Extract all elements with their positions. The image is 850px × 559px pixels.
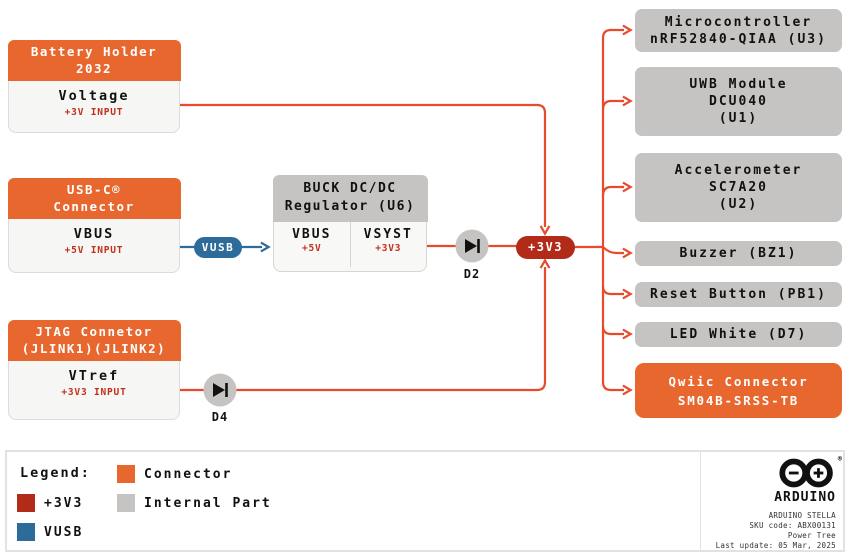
- buck-input-cell: VBUS +5V: [274, 221, 351, 267]
- qwiic-line1: Qwiic Connector: [668, 373, 809, 389]
- brand-info-line3: Power Tree: [787, 531, 836, 540]
- buck-body: VBUS +5V VSYST +3V3: [274, 221, 427, 267]
- jtag-title-line2: (JLINK1)(JLINK2): [21, 340, 167, 356]
- legend-internal-label: Internal Part: [144, 496, 272, 511]
- load-buzzer-box: Buzzer (BZ1): [635, 241, 842, 266]
- battery-holder-title-line2: 2032: [75, 60, 113, 76]
- buck-title-line2: Regulator (U6): [284, 198, 416, 214]
- buck-output-signal: VSYST: [363, 226, 413, 242]
- battery-holder-header: Battery Holder 2032: [7, 39, 181, 81]
- battery-holder-title-line1: Battery Holder: [30, 43, 158, 59]
- brand-info: ARDUINO STELLA SKU code: ABX00131 Power …: [716, 511, 836, 551]
- accelerometer-line3: (U2): [718, 197, 759, 212]
- jtag-title-line1: JTAG Connetor: [35, 323, 153, 339]
- diode-d2-label: D2: [463, 267, 481, 281]
- uwb-line1: UWB Module: [689, 77, 788, 92]
- usbc-signal: VBUS: [73, 225, 115, 242]
- vusb-net-pill: VUSB: [194, 237, 242, 258]
- battery-holder-box: Battery Holder 2032 Voltage +3V INPUT: [7, 39, 181, 133]
- wire-branch-qwiic: [601, 381, 624, 390]
- buck-header: BUCK DC/DC Regulator (U6): [272, 174, 428, 222]
- load-microcontroller-box: Microcontroller nRF52840-QIAA (U3): [635, 9, 842, 52]
- jtag-body: VTref +3V3 INPUT: [9, 361, 179, 398]
- usbc-sub: +5V INPUT: [64, 244, 124, 256]
- buck-regulator-box: BUCK DC/DC Regulator (U6) VBUS +5V VSYST…: [272, 174, 428, 272]
- battery-signal: Voltage: [58, 87, 130, 104]
- accelerometer-line1: Accelerometer: [674, 163, 803, 178]
- registered-mark: ®: [837, 455, 842, 463]
- wire-branch-uwb: [601, 101, 624, 111]
- legend-vusb-label: VUSB: [44, 525, 84, 540]
- diode-d2-icon: [455, 229, 489, 263]
- legend-3v3-swatch: [17, 494, 35, 512]
- usbc-header: USB-C® Connector: [7, 177, 181, 219]
- load-reset-button-box: Reset Button (PB1): [635, 282, 842, 307]
- accelerometer-line2: SC7A20: [709, 180, 768, 195]
- led-white-label: LED White (D7): [669, 327, 808, 342]
- battery-holder-body: Voltage +3V INPUT: [9, 81, 179, 118]
- buck-input-sub: +5V: [301, 242, 322, 254]
- legend-internal-swatch: [117, 494, 135, 512]
- jtag-sub: +3V3 INPUT: [61, 386, 127, 398]
- jtag-signal: VTref: [68, 367, 120, 384]
- uwb-line2: DCU040: [709, 94, 768, 109]
- wire-branch-microcontroller: [601, 30, 624, 39]
- load-qwiic-connector-box: Qwiic Connector SM04B-SRSS-TB: [635, 363, 842, 418]
- legend-title: Legend:: [20, 465, 91, 481]
- wire-battery-to-3v3: [180, 103, 545, 227]
- usbc-title-line2: Connector: [53, 198, 135, 214]
- wire-branch-led: [601, 325, 624, 334]
- brand-info-line4: Last update: 05 Mar, 2025: [715, 541, 836, 550]
- load-led-white-box: LED White (D7): [635, 322, 842, 347]
- buck-input-signal: VBUS: [292, 226, 332, 242]
- reset-button-label: Reset Button (PB1): [650, 287, 827, 302]
- load-accelerometer-box: Accelerometer SC7A20 (U2): [635, 153, 842, 222]
- diode-d4-label: D4: [211, 410, 229, 424]
- brand-name: ARDUINO: [774, 490, 836, 505]
- brand-info-line1: ARDUINO STELLA: [768, 511, 836, 520]
- legend-connector-label: Connector: [144, 467, 233, 482]
- qwiic-line2: SM04B-SRSS-TB: [677, 392, 800, 408]
- strip-divider: [700, 452, 701, 550]
- wire-branch-buzzer: [602, 246, 624, 253]
- buzzer-label: Buzzer (BZ1): [679, 246, 798, 261]
- wire-jtag-to-3v3: [180, 267, 545, 392]
- wire-branch-reset: [601, 285, 624, 294]
- arduino-logo-icon: ®: [778, 455, 842, 492]
- buck-output-sub: +3V3: [375, 242, 402, 254]
- jtag-header: JTAG Connetor (JLINK1)(JLINK2): [7, 319, 181, 361]
- legend-connector-swatch: [117, 465, 135, 483]
- jtag-connector-box: JTAG Connetor (JLINK1)(JLINK2) VTref +3V…: [7, 319, 181, 420]
- wire-branch-accelerometer: [601, 187, 624, 197]
- legend-footer-strip: Legend: Connector +3V3 Internal Part VUS…: [5, 450, 845, 552]
- legend-vusb-swatch: [17, 523, 35, 541]
- load-uwb-module-box: UWB Module DCU040 (U1): [635, 67, 842, 136]
- 3v3-net-pill: +3V3: [516, 236, 575, 259]
- microcontroller-line2: nRF52840-QIAA (U3): [650, 31, 827, 47]
- diode-d4-icon: [203, 373, 237, 407]
- usbc-title-line1: USB-C®: [66, 181, 122, 197]
- microcontroller-line1: Microcontroller: [664, 14, 813, 30]
- usbc-connector-box: USB-C® Connector VBUS +5V INPUT: [7, 177, 181, 273]
- battery-sub: +3V INPUT: [64, 106, 124, 118]
- buck-title-line1: BUCK DC/DC: [303, 180, 397, 196]
- usbc-body: VBUS +5V INPUT: [9, 219, 179, 256]
- legend-3v3-label: +3V3: [44, 496, 84, 511]
- brand-cell: ® ARDUINO ARDUINO STELLA SKU code: ABX00…: [702, 452, 845, 550]
- buck-output-cell: VSYST +3V3: [351, 222, 427, 267]
- uwb-line3: (U1): [718, 111, 759, 126]
- brand-info-line2: SKU code: ABX00131: [749, 521, 836, 530]
